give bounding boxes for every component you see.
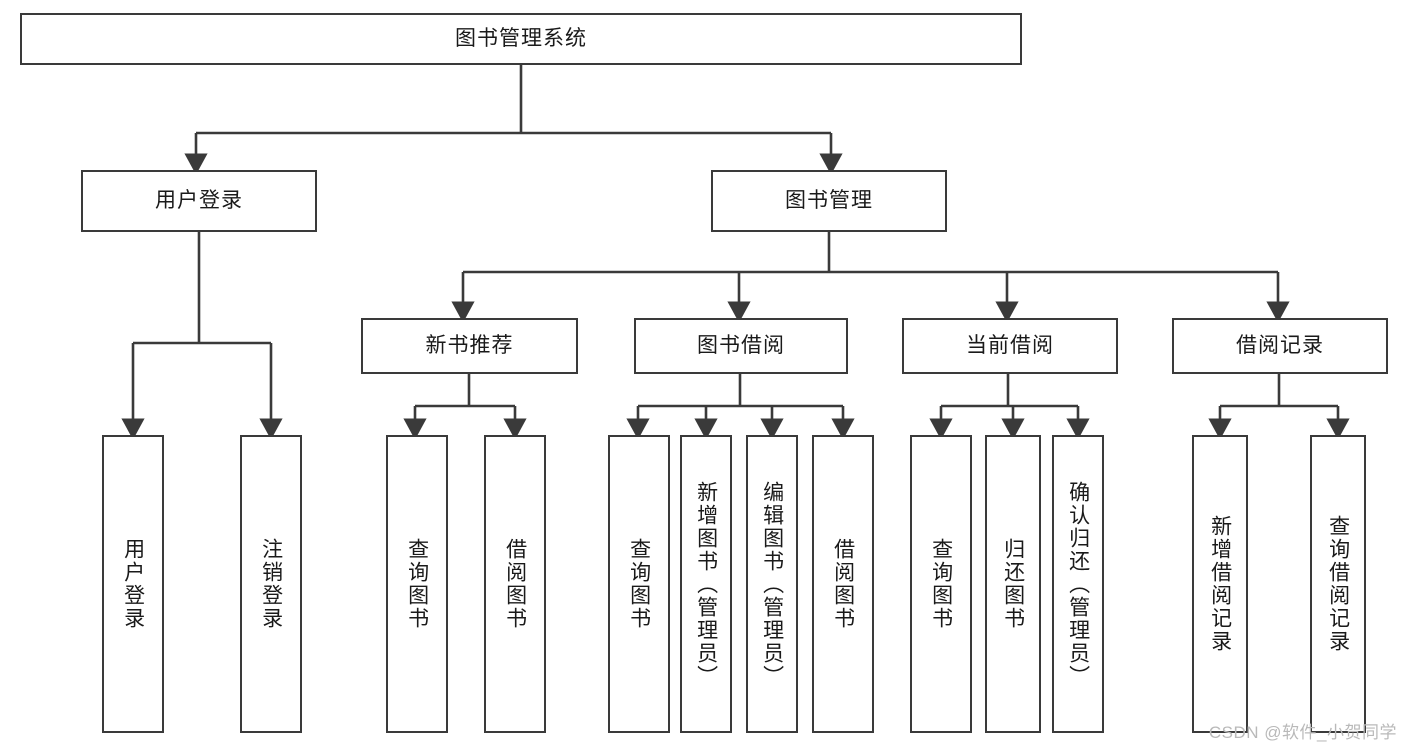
node-leaf-borrow-book-2[interactable]: 借阅图书 — [812, 435, 874, 733]
node-leaf-query-book-2[interactable]: 查询图书 — [608, 435, 670, 733]
node-leaf-edit-book-label: 编辑图书（管理员） — [760, 480, 784, 688]
node-leaf-query-book-2-label: 查询图书 — [627, 538, 651, 630]
node-leaf-add-book[interactable]: 新增图书（管理员） — [680, 435, 732, 733]
node-leaf-confirm-return-label: 确认归还（管理员） — [1066, 480, 1090, 688]
node-new-book-recommend-label: 新书推荐 — [425, 333, 514, 357]
node-leaf-user-logout-label: 注销登录 — [259, 538, 283, 630]
node-leaf-confirm-return[interactable]: 确认归还（管理员） — [1052, 435, 1104, 733]
node-leaf-query-book-1[interactable]: 查询图书 — [386, 435, 448, 733]
node-leaf-add-record[interactable]: 新增借阅记录 — [1192, 435, 1248, 733]
node-leaf-add-record-label: 新增借阅记录 — [1208, 515, 1232, 653]
node-book-management[interactable]: 图书管理 — [711, 170, 947, 232]
node-leaf-return-book[interactable]: 归还图书 — [985, 435, 1041, 733]
node-leaf-borrow-book-1[interactable]: 借阅图书 — [484, 435, 546, 733]
node-user-login[interactable]: 用户登录 — [81, 170, 317, 232]
node-leaf-borrow-book-1-label: 借阅图书 — [503, 538, 527, 630]
node-borrow-records-label: 借阅记录 — [1236, 333, 1324, 357]
node-leaf-edit-book[interactable]: 编辑图书（管理员） — [746, 435, 798, 733]
node-leaf-add-book-label: 新增图书（管理员） — [694, 480, 718, 688]
node-leaf-query-record[interactable]: 查询借阅记录 — [1310, 435, 1366, 733]
node-user-login-label: 用户登录 — [155, 188, 243, 212]
node-borrow-records[interactable]: 借阅记录 — [1172, 318, 1388, 374]
node-leaf-return-book-label: 归还图书 — [1001, 538, 1025, 630]
node-leaf-user-login[interactable]: 用户登录 — [102, 435, 164, 733]
node-book-borrow[interactable]: 图书借阅 — [634, 318, 848, 374]
node-current-borrow-label: 当前借阅 — [966, 333, 1054, 357]
node-new-book-recommend[interactable]: 新书推荐 — [361, 318, 578, 374]
node-leaf-query-record-label: 查询借阅记录 — [1326, 515, 1350, 653]
node-book-borrow-label: 图书借阅 — [697, 333, 785, 357]
node-leaf-query-book-3-label: 查询图书 — [929, 538, 953, 630]
node-book-management-label: 图书管理 — [785, 188, 873, 212]
node-leaf-query-book-1-label: 查询图书 — [405, 538, 429, 630]
node-root[interactable]: 图书管理系统 — [20, 13, 1022, 65]
node-leaf-user-login-label: 用户登录 — [121, 538, 145, 630]
watermark: CSDN @软件_小贺同学 — [1208, 723, 1397, 742]
node-leaf-user-logout[interactable]: 注销登录 — [240, 435, 302, 733]
node-current-borrow[interactable]: 当前借阅 — [902, 318, 1118, 374]
node-root-label: 图书管理系统 — [455, 26, 587, 50]
node-leaf-query-book-3[interactable]: 查询图书 — [910, 435, 972, 733]
node-leaf-borrow-book-2-label: 借阅图书 — [831, 538, 855, 630]
